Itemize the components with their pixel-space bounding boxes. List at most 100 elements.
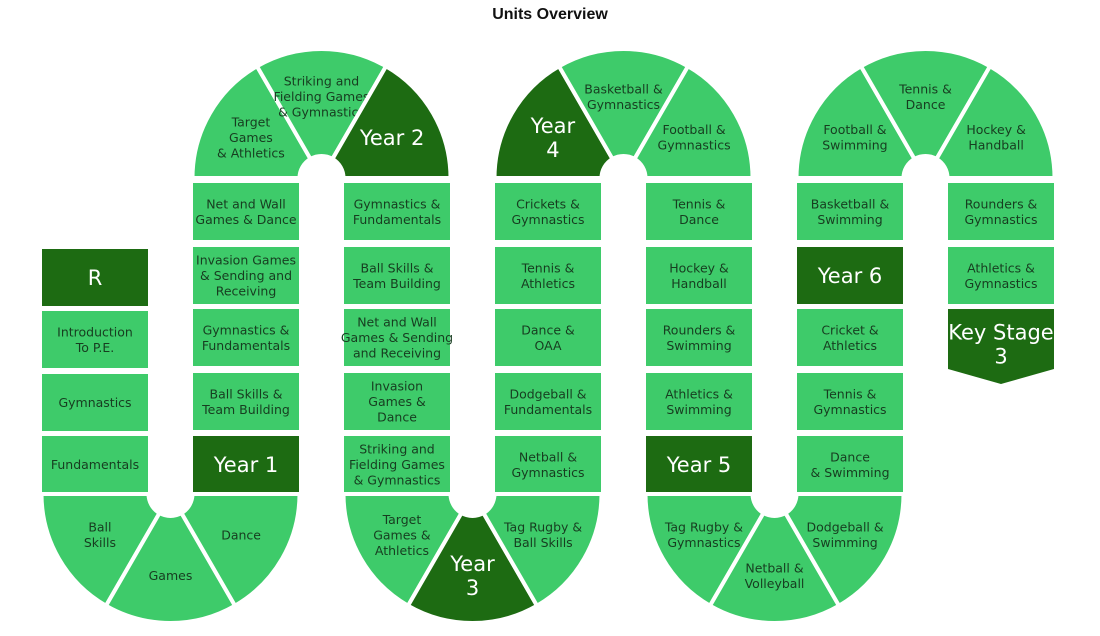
unit-tile-hockey-handball [646,247,752,304]
unit-tile-dodgeball-fundamentals [495,373,601,430]
unit-tile-introduction-to-p-e [42,311,148,368]
unit-tile-ball-skills-team-building [193,373,299,430]
unit-wedge-target-games-athletics [341,492,465,609]
unit-wedge-games [103,510,238,625]
unit-label: Cricket &Athletics [821,322,879,353]
unit-label: Dance [221,527,261,542]
unit-label: Year 5 [666,453,732,477]
unit-label: Fundamentals [51,457,139,472]
unit-tile-tennis-dance [646,183,752,240]
unit-label: Tennis &Dance [672,196,726,227]
unit-wedge-ball-skills [39,492,163,609]
unit-wedge-tag-rugby-gymnastics [643,492,767,609]
unit-label: Dodgeball &Swimming [807,520,884,551]
unit-tile-gymnastics-fundamentals [193,309,299,366]
unit-label: Rounders &Swimming [663,322,736,353]
unit-wedge-tennis-dance [858,47,993,162]
key-stage-3-end-tile [948,309,1054,384]
unit-label: Rounders &Gymnastics [964,196,1037,227]
unit-tile-cricket-athletics [797,309,903,366]
unit-label: Football &Gymnastics [658,122,731,153]
unit-tile-fundamentals [42,436,148,493]
unit-tile-invasion-games-sending-and-receiving [193,247,299,304]
unit-label: Dodgeball &Fundamentals [504,386,592,417]
unit-label: Ball Skills &Team Building [201,386,290,417]
unit-tile-rounders-swimming [646,309,752,366]
unit-tile-gymnastics [42,374,148,431]
unit-wedge-football-swimming [794,63,918,180]
unit-label: Year 6 [817,264,883,288]
unit-label: Tennis &Athletics [521,260,575,291]
unit-tile-r [42,249,148,306]
unit-label: Tag Rugby &Ball Skills [503,520,582,551]
unit-wedge-hockey-handball [933,63,1057,180]
unit-tile-athletics-swimming [646,373,752,430]
unit-tile-striking-and-fielding-games-gymnastics [344,436,450,493]
unit-label: Basketball &Swimming [811,196,890,227]
unit-label: Gymnastics &Fundamentals [353,196,441,227]
unit-tile-dance-oaa [495,309,601,366]
unit-wedge-year-3 [405,510,540,625]
unit-label: Dance& Swimming [810,449,889,480]
unit-label: Tennis &Gymnastics [813,386,886,417]
unit-tile-basketball-swimming [797,183,903,240]
unit-label: Tag Rugby &Gymnastics [664,520,743,551]
unit-label: Tennis &Dance [898,81,952,112]
unit-label: Netball &Gymnastics [511,449,584,480]
unit-label: Games [149,568,193,583]
unit-wedge-target-games-athletics [190,63,314,180]
unit-label: Hockey &Handball [669,260,729,291]
unit-wedge-football-gymnastics [631,63,755,180]
diagram-title: Units Overview [492,6,608,23]
unit-wedge-dance [178,492,302,609]
unit-tile-crickets-gymnastics [495,183,601,240]
unit-label: Year 2 [359,126,425,150]
unit-label: Gymnastics [58,395,131,410]
unit-label: R [88,266,103,290]
unit-wedge-tag-rugby-ball-skills [480,492,604,609]
unit-tile-dance-swimming [797,436,903,493]
unit-tile-year-1 [193,436,299,493]
unit-wedge-year-4 [492,63,616,180]
unit-wedge-striking-and-fielding-games-gymnastics [254,47,389,162]
unit-tile-net-and-wall-games-sending-and-receiving [344,309,450,366]
unit-label: Athletics &Swimming [665,386,733,417]
unit-label: Gymnastics &Fundamentals [202,322,290,353]
unit-tile-year-5 [646,436,752,493]
unit-tile-ball-skills-team-building [344,247,450,304]
unit-label: Basketball &Gymnastics [584,81,663,112]
unit-label: Year 1 [213,453,279,477]
unit-wedge-basketball-gymnastics [556,47,691,162]
unit-tile-netball-gymnastics [495,436,601,493]
unit-wedge-netball-volleyball [707,510,842,625]
unit-tile-net-and-wall-games-dance [193,183,299,240]
unit-label: Crickets &Gymnastics [511,196,584,227]
unit-wedge-year-2 [329,63,453,180]
unit-tile-athletics-gymnastics [948,247,1054,304]
unit-label: Football &Swimming [822,122,887,153]
unit-label: Netball &Volleyball [745,560,805,591]
unit-tile-year-6 [797,247,903,304]
unit-tile-tennis-gymnastics [797,373,903,430]
unit-label: Athletics &Gymnastics [964,260,1037,291]
unit-tile-tennis-athletics [495,247,601,304]
unit-label: Hockey &Handball [966,122,1026,153]
unit-label: Dance &OAA [521,322,575,353]
unit-label: Ball Skills &Team Building [352,260,441,291]
unit-tile-rounders-gymnastics [948,183,1054,240]
unit-tile-invasion-games-dance [344,373,450,430]
